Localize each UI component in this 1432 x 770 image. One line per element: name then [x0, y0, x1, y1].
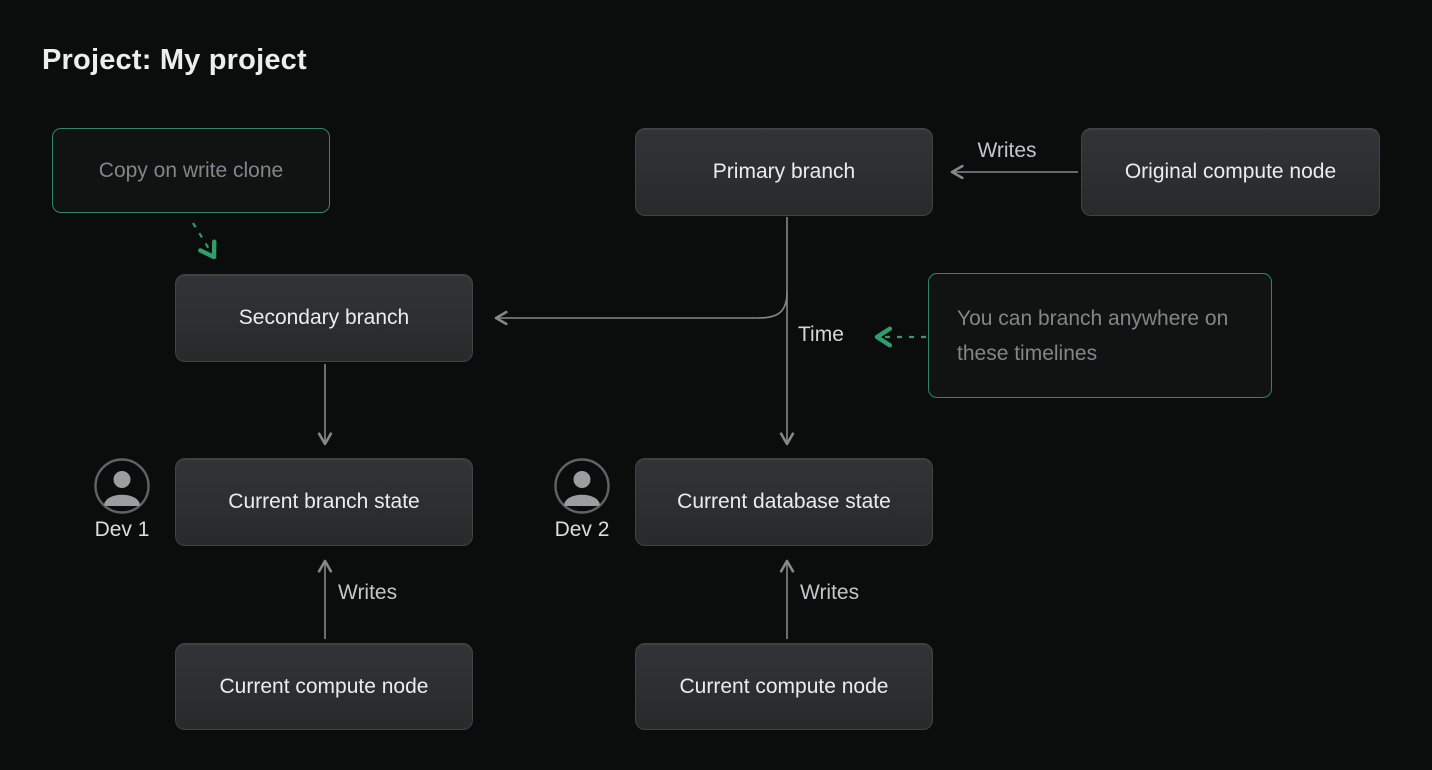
callout-branch-anywhere: You can branch anywhere on these timelin… — [928, 273, 1272, 398]
node-original-compute[interactable]: Original compute node — [1081, 128, 1380, 216]
callout-branch-anywhere-label: You can branch anywhere on these timelin… — [957, 306, 1229, 365]
node-current-branch-state[interactable]: Current branch state — [175, 458, 473, 546]
dev1-avatar-icon — [94, 458, 150, 514]
label-writes-top: Writes — [977, 139, 1037, 162]
dev2-avatar-icon — [554, 458, 610, 514]
node-current-compute-left-label: Current compute node — [219, 674, 429, 698]
node-current-database-state[interactable]: Current database state — [635, 458, 933, 546]
node-current-database-state-label: Current database state — [677, 490, 891, 513]
node-current-compute-right[interactable]: Current compute node — [635, 643, 933, 730]
node-original-compute-label: Original compute node — [1124, 160, 1337, 183]
callout-copy-on-write-label: Copy on write clone — [98, 158, 284, 182]
node-secondary-branch[interactable]: Secondary branch — [175, 274, 473, 362]
node-current-compute-left[interactable]: Current compute node — [175, 643, 473, 730]
callout-copy-on-write-clone: Copy on write clone — [52, 128, 330, 213]
node-secondary-branch-label: Secondary branch — [238, 306, 410, 329]
dev2-label: Dev 2 — [554, 518, 610, 541]
label-writes-right: Writes — [800, 581, 860, 604]
label-time: Time — [798, 323, 844, 346]
dev1-label: Dev 1 — [94, 518, 150, 541]
node-primary-branch[interactable]: Primary branch — [635, 128, 933, 216]
node-primary-branch-label: Primary branch — [712, 160, 856, 183]
arrow-copy-on-write-dashed — [192, 222, 217, 260]
arrow-trunk-to-secondary — [494, 291, 788, 326]
node-current-compute-right-label: Current compute node — [679, 674, 889, 698]
page-title: Project: My project — [42, 44, 307, 76]
label-writes-left: Writes — [338, 581, 398, 604]
node-current-branch-state-label: Current branch state — [228, 490, 420, 513]
